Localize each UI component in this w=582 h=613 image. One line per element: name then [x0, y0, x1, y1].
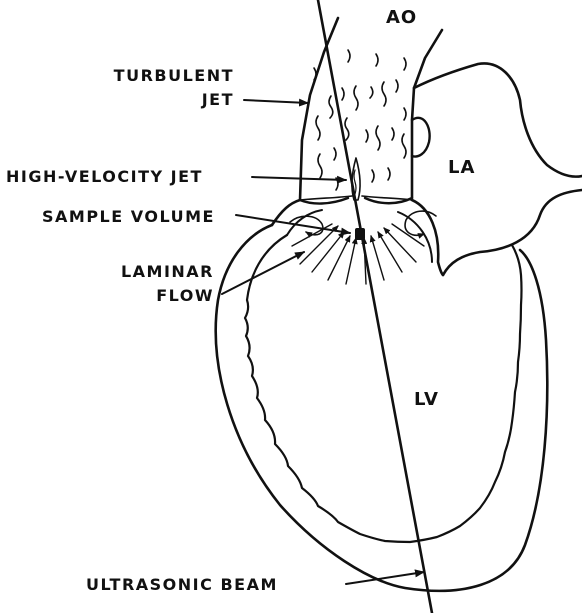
lv-outer-wall: [216, 225, 548, 591]
left-atrium-label: LA: [448, 158, 475, 178]
high-velocity-jet-label: HIGH-VELOCITY JET: [6, 167, 203, 187]
left-atrium-outline: [414, 63, 582, 176]
turbulent-jet-arrow: [244, 100, 308, 103]
left-ventricle-label: LV: [414, 390, 439, 410]
turbulent-jet-label-line2: JET: [84, 90, 234, 110]
laminar-flow-label-line1: LAMINAR: [64, 262, 214, 282]
aorta-right-wall: [412, 30, 442, 198]
turbulent-jet-marks: [314, 50, 406, 190]
sample-volume-arrow: [236, 215, 350, 233]
laminar-flow-label-line2: FLOW: [64, 286, 214, 306]
sample-volume-label: SAMPLE VOLUME: [42, 207, 215, 227]
high-velocity-jet-arrow: [252, 177, 346, 180]
left-atrium-posterior-wall: [443, 190, 582, 275]
turbulent-jet-label-line1: TURBULENT: [84, 66, 234, 86]
ultrasonic-beam-label: ULTRASONIC BEAM: [86, 575, 278, 595]
aorta-label: AO: [386, 8, 417, 28]
sample-volume-marker: [355, 228, 365, 240]
atrial-appendage: [412, 118, 430, 157]
lv-inner-wall: [245, 235, 522, 542]
